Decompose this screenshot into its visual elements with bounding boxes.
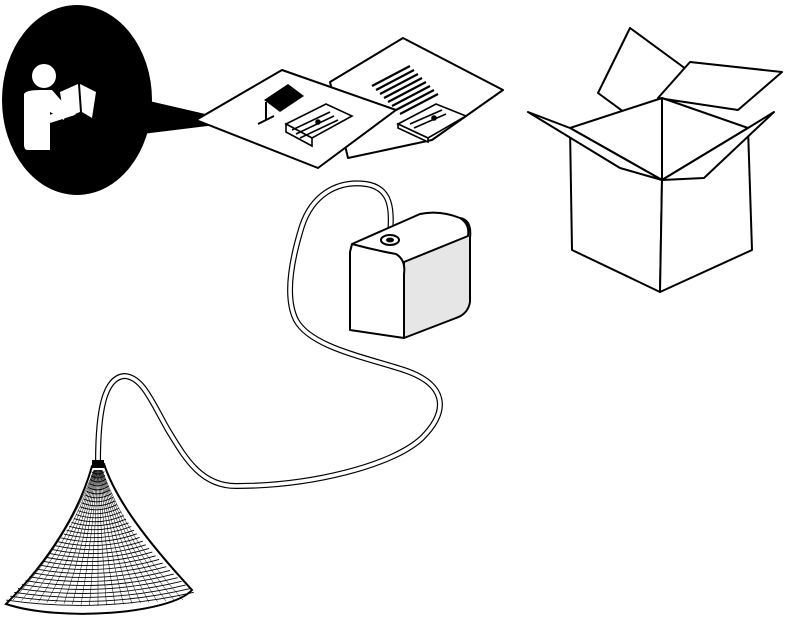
cone-streak-line bbox=[98, 469, 116, 605]
cone-contour-line bbox=[55, 540, 143, 551]
read-manual-symbol bbox=[2, 5, 240, 195]
cone-streak-line bbox=[29, 469, 96, 602]
cone-contour-line bbox=[69, 522, 129, 531]
cone-contour-line bbox=[39, 558, 160, 571]
mini-device-sketch-front bbox=[284, 103, 354, 148]
cone-contour-line bbox=[42, 555, 156, 567]
cone-streak-line bbox=[100, 469, 158, 602]
connecting-hose bbox=[95, 180, 443, 490]
cone-contour-line bbox=[36, 562, 163, 575]
cone-contour-line bbox=[63, 529, 135, 539]
text-lines bbox=[371, 65, 439, 115]
cone-streak-line bbox=[21, 469, 95, 601]
device-front bbox=[349, 243, 406, 339]
cone-hatching bbox=[6, 469, 194, 606]
cone-streak-line bbox=[46, 469, 96, 603]
mini-device-sketch bbox=[396, 103, 468, 144]
box-flap-front-right bbox=[661, 111, 775, 181]
cone-streak-line bbox=[63, 469, 97, 604]
cone-contour-line bbox=[71, 518, 127, 527]
person-reading-manual-icon bbox=[24, 64, 96, 150]
cone-streak-line bbox=[101, 469, 184, 601]
cone-streak-line bbox=[98, 469, 107, 606]
cone-contour-line bbox=[78, 507, 120, 515]
warning-sign-icon bbox=[257, 84, 304, 125]
cone-streak-line bbox=[100, 469, 150, 603]
box-flap-back-right bbox=[657, 61, 783, 111]
cone-streak-line bbox=[55, 469, 97, 604]
shipping-box bbox=[527, 27, 783, 293]
cone-streak-line bbox=[72, 469, 98, 605]
instruction-sheets bbox=[195, 37, 504, 169]
cone-streak-line bbox=[12, 469, 95, 601]
cone-contour-line bbox=[75, 511, 122, 519]
cone-streak-line bbox=[101, 469, 175, 601]
cone-contour-line bbox=[61, 533, 137, 543]
cone-streak-line bbox=[99, 469, 141, 604]
cone-contour-line bbox=[66, 526, 132, 535]
cone-contour-line bbox=[46, 551, 153, 563]
cone-neck bbox=[92, 460, 104, 468]
cone-streak-line bbox=[38, 469, 96, 602]
cone-contour-line bbox=[49, 548, 150, 559]
cone-streak-line bbox=[98, 469, 124, 605]
box-flap-front-left bbox=[527, 111, 663, 181]
cone-contour-line bbox=[73, 515, 124, 523]
control-unit bbox=[349, 211, 472, 339]
cone-attachment bbox=[4, 460, 194, 615]
cone-contour-line bbox=[52, 544, 146, 555]
cone-streak-line bbox=[100, 469, 167, 602]
cone-streak-line bbox=[99, 469, 133, 604]
cone-streak-line bbox=[89, 469, 98, 606]
cone-streak-line bbox=[80, 469, 98, 605]
cone-contour-line bbox=[58, 537, 140, 547]
